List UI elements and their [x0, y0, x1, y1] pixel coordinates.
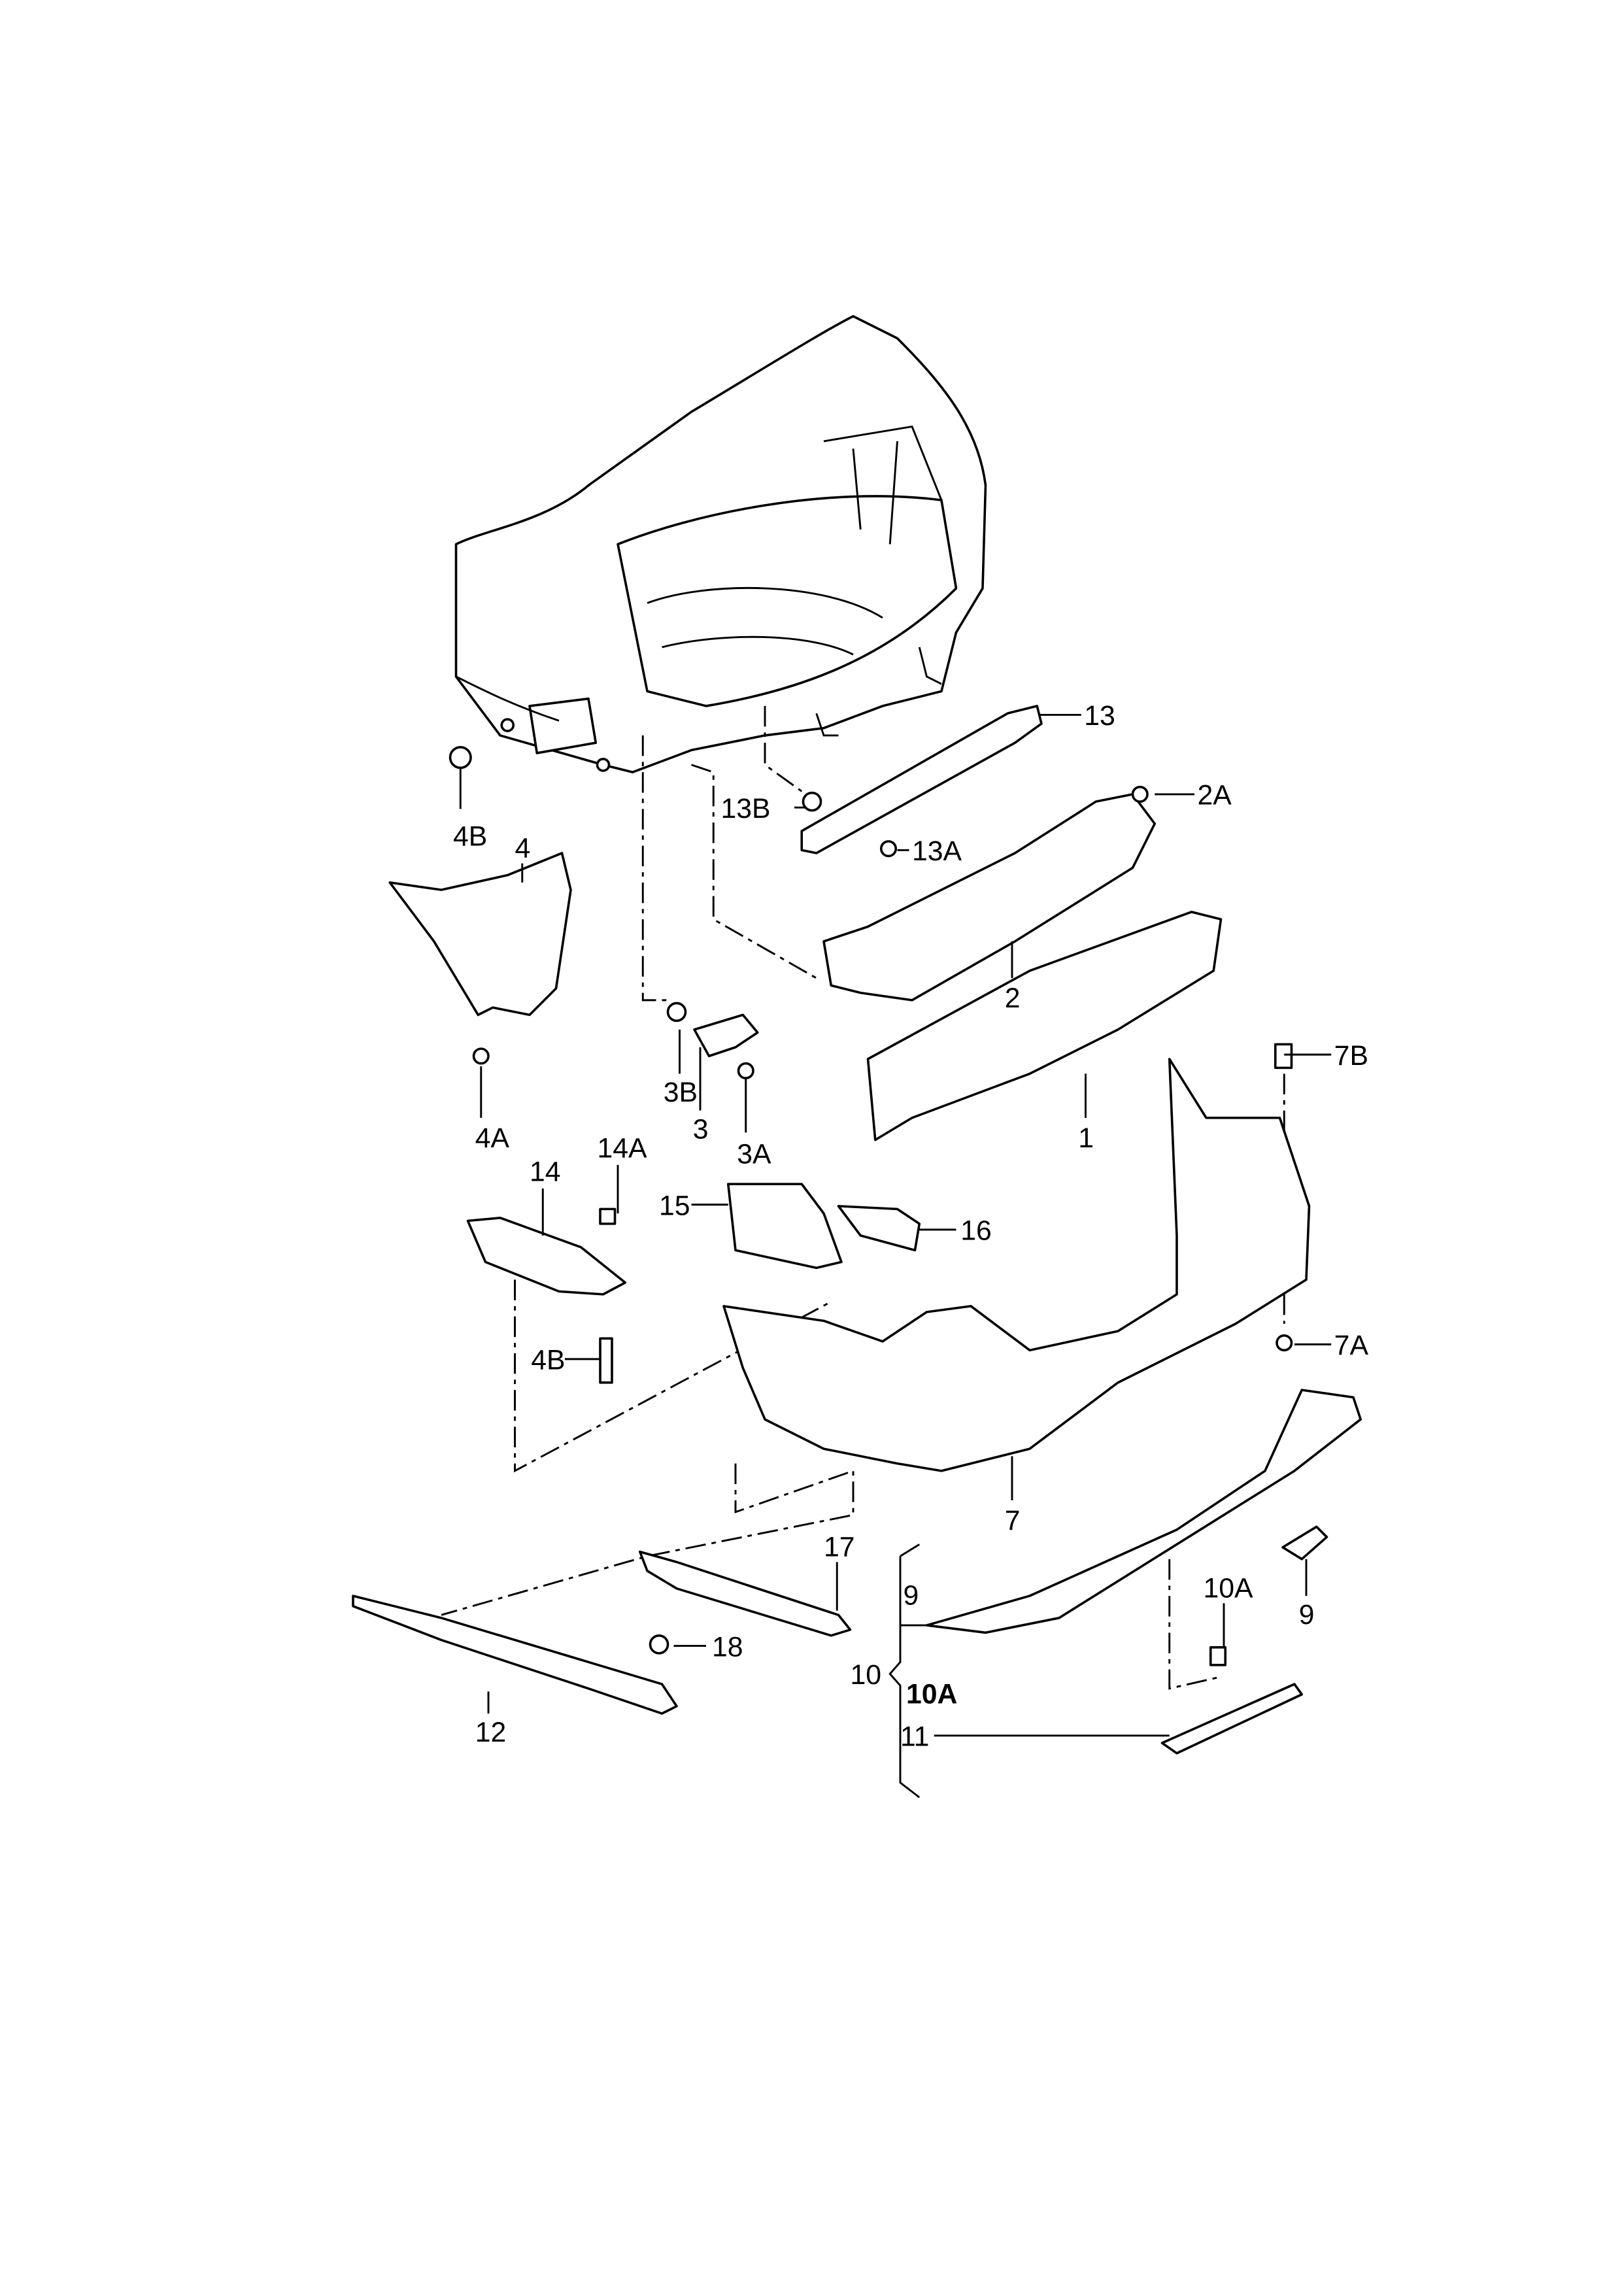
part-15-insulation: [726, 1183, 843, 1270]
part-16-insulation: [837, 1205, 921, 1252]
label-14A: 14A: [598, 1133, 648, 1164]
label-2A: 2A: [1197, 780, 1232, 811]
label-13A: 13A: [912, 836, 962, 867]
label-10: 10: [850, 1659, 881, 1691]
label-3B: 3B: [664, 1077, 698, 1108]
label-14: 14: [530, 1156, 561, 1188]
label-4A: 4A: [475, 1123, 510, 1154]
label-4: 4: [515, 833, 531, 864]
car-rear-body: [454, 314, 987, 773]
label-16: 16: [960, 1215, 992, 1247]
label-3: 3: [693, 1113, 709, 1145]
label-3A: 3A: [737, 1139, 771, 1170]
part-11-trim: [1160, 1683, 1303, 1755]
label-9-left: 9: [903, 1580, 919, 1612]
label-4B-top: 4B: [453, 821, 487, 853]
label-1: 1: [1078, 1123, 1094, 1154]
part-4-side-bracket: [388, 852, 572, 1017]
label-12: 12: [475, 1717, 507, 1748]
part-2-impact-absorber-beam: [822, 793, 1157, 1002]
label-4B-low: 4B: [531, 1345, 565, 1376]
fasteners: [448, 746, 1293, 1666]
label-9-right: 9: [1299, 1599, 1315, 1630]
part-17-bracket: [638, 1550, 852, 1637]
label-17: 17: [824, 1531, 855, 1562]
leader-lines: [441, 705, 1285, 1690]
label-15: 15: [659, 1190, 690, 1221]
part-7-bumper-cover: [722, 1058, 1311, 1472]
part-1-energy-absorber: [866, 911, 1223, 1141]
label-2: 2: [1005, 983, 1021, 1014]
label-13: 13: [1084, 700, 1115, 732]
part-9-spoiler: [925, 1389, 1362, 1634]
part-14-grille: [466, 1217, 627, 1296]
label-13B: 13B: [721, 793, 771, 824]
part-13-bracket: [800, 705, 1043, 854]
label-11: 11: [900, 1721, 929, 1753]
label-7B: 7B: [1334, 1040, 1368, 1072]
label-10A-right: 10A: [1203, 1572, 1253, 1604]
part-12-trim-strip: [352, 1595, 678, 1715]
part-9-cap: [1281, 1525, 1328, 1561]
part-3-guide: [693, 1013, 759, 1058]
label-7A: 7A: [1334, 1330, 1369, 1361]
label-18: 18: [712, 1631, 743, 1663]
label-7: 7: [1005, 1505, 1021, 1536]
label-10A-group: 10A: [906, 1678, 957, 1710]
callout-lines: [459, 713, 1332, 1798]
